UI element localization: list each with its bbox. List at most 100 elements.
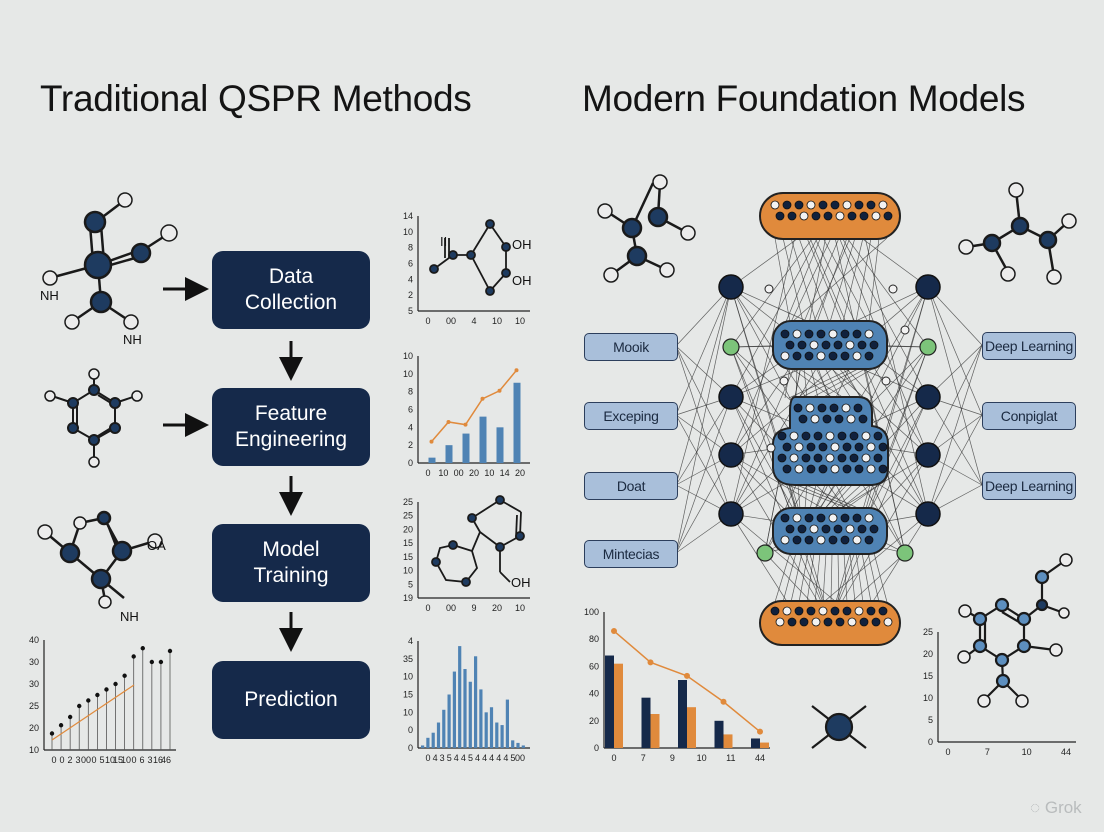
chart-6-point (720, 698, 727, 705)
network-inner-node (835, 211, 845, 221)
network-edge (819, 484, 835, 510)
network-edge (803, 237, 840, 323)
molecule-right-2 (958, 182, 1077, 285)
network-inner-node (780, 329, 790, 339)
network-inner-node (770, 200, 780, 210)
network-inner-node (792, 351, 802, 361)
chart-4-xtick: 4 (475, 753, 480, 763)
chart-1-xtick: 00 (446, 316, 456, 326)
network-edge (675, 396, 732, 554)
chart-2-ytick: 8 (408, 387, 413, 397)
network-inner-node (871, 617, 881, 627)
network-node-green (896, 544, 914, 562)
chart-2-xtick: 10 (484, 468, 494, 478)
chart-6-bar (687, 707, 696, 748)
network-inner-node (811, 617, 821, 627)
network-edge (675, 345, 732, 456)
network-node (718, 384, 744, 410)
chart-2-xtick: 20 (515, 468, 525, 478)
network-inner-node (816, 329, 826, 339)
network-inner-node (845, 524, 855, 534)
chart-4-bar (458, 646, 462, 748)
network-edge (806, 237, 843, 323)
chart-4-bar (521, 745, 525, 748)
chart-4-ytick: 35 (403, 654, 413, 664)
tag-left-1: Mooik (584, 333, 678, 361)
network-edge (927, 344, 983, 515)
network-inner-node (775, 617, 785, 627)
step-3-line-2: Training (253, 564, 329, 587)
network-edge (843, 552, 848, 603)
chart-2-line (430, 369, 518, 443)
chart-7-ytick: 10 (923, 693, 933, 703)
network-inner-node (857, 340, 867, 350)
network-inner-node (830, 200, 840, 210)
chart-7-ytick: 20 (923, 649, 933, 659)
chart-1-label-oh-2: OH (512, 273, 532, 288)
chart-2-point (497, 388, 502, 393)
network-inner-node (806, 200, 816, 210)
chart-7-ytick: 25 (923, 627, 933, 637)
network-inner-node (818, 442, 828, 452)
chart-6-ytick: 0 (594, 743, 599, 753)
chart-5-ytick: 40 (29, 635, 39, 645)
chart-5-point (49, 731, 55, 736)
chart-6-xtick: 7 (641, 753, 646, 763)
chart-6-point (611, 628, 617, 635)
network-node-green (756, 544, 774, 562)
chart-2-point (463, 422, 468, 427)
chart-4-bar (516, 742, 520, 748)
network-inner-node (853, 403, 863, 413)
network-inner-node (864, 329, 874, 339)
network-inner-node (878, 464, 888, 474)
network-edge (791, 237, 888, 323)
chart-2-bar (479, 416, 487, 463)
chart-4-bar (431, 732, 435, 748)
step-4-line-1: Prediction (244, 688, 338, 711)
step-1-line-1: Data (268, 265, 314, 288)
network-node (915, 501, 941, 527)
chart-4-bar (489, 707, 494, 748)
chart-6-bar (678, 680, 687, 748)
chart-6-bar (760, 742, 769, 748)
chart-5-xtick: 6 (139, 755, 144, 765)
network-node (915, 274, 941, 300)
network-inner-node (809, 524, 819, 534)
network-inner-node (859, 617, 869, 627)
chart-4-bar (442, 709, 446, 748)
network-edge (822, 552, 827, 603)
network-inner-node (840, 513, 850, 523)
network-edge (821, 367, 875, 399)
network-edge (867, 552, 880, 603)
network-inner-node (813, 453, 823, 463)
network-inner-node (846, 414, 856, 424)
network-inner-node (866, 606, 876, 616)
grok-watermark: ◌ Grok (1030, 798, 1082, 818)
network-inner-node (864, 513, 874, 523)
chart-5-xtick: 0 (51, 755, 56, 765)
network-inner-node (830, 442, 840, 452)
chart-3-molecule (431, 495, 525, 587)
network-inner-node (787, 211, 797, 221)
network-inner-node (782, 464, 792, 474)
network-inner-node (883, 617, 893, 627)
network-edge (834, 484, 862, 510)
network-inner-node (852, 513, 862, 523)
chart-6-xtick: 10 (697, 753, 707, 763)
chart-2-point (429, 439, 434, 444)
network-inner-node (852, 535, 862, 545)
network-edge (817, 367, 830, 399)
title-traditional-qspr: Traditional QSPR Methods (40, 78, 472, 119)
network-inner-node (785, 340, 795, 350)
grok-logo-icon: ◌ (1030, 798, 1041, 817)
chart-4-xtick: 00 (515, 753, 525, 763)
network-inner-node (794, 464, 804, 474)
network-inner-node (780, 513, 790, 523)
chart-5-xtick: 10 (105, 755, 115, 765)
network-edge (855, 552, 864, 603)
network-edge (839, 484, 871, 510)
network-edge (799, 367, 861, 399)
network-inner-node (816, 351, 826, 361)
